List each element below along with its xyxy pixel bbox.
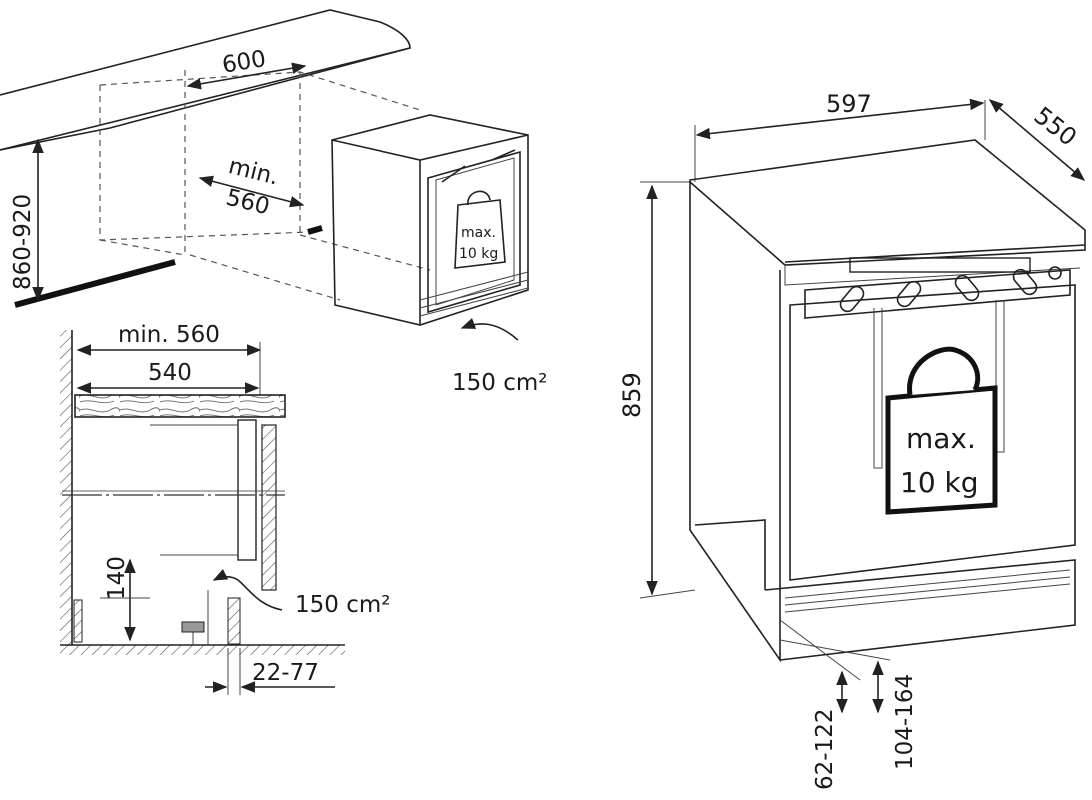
large-weight-10kg: 10 kg	[900, 466, 979, 499]
dim-550-line	[988, 99, 1086, 181]
wall-hatch	[60, 330, 72, 645]
dim-600-line	[186, 62, 307, 90]
vent-arrow-top	[460, 318, 519, 341]
niche-perspective: 600 min. 560 860-920 max. 10 kg 150 cm²	[0, 9, 547, 396]
dim-859-label: 859	[618, 372, 646, 418]
plinth-section	[227, 597, 241, 645]
large-weight-max: max.	[906, 422, 976, 455]
appliance-door	[427, 150, 521, 314]
dim-597-line	[695, 98, 985, 140]
large-weight-icon	[885, 385, 998, 515]
small-weight-max: max.	[461, 225, 496, 241]
dim-104-164-label: 104-164	[892, 674, 918, 770]
door-panel	[261, 424, 277, 591]
small-weight-10kg: 10 kg	[459, 246, 498, 262]
vent-area-section: 150 cm²	[295, 592, 390, 618]
appliance-front	[237, 419, 257, 561]
worktop-top	[0, 9, 411, 151]
dim-min560-section-label: min. 560	[118, 322, 220, 348]
door-rails	[873, 300, 1005, 469]
dim-550-label: 550	[1029, 101, 1082, 151]
plinth-grille	[784, 569, 1071, 613]
dim-560-label: 560	[223, 185, 272, 221]
appliance-side	[689, 182, 781, 663]
hinge-marks	[441, 149, 516, 183]
mounting-slots	[839, 266, 1062, 313]
worktop-section	[74, 394, 286, 418]
vent-arrow-section	[212, 569, 283, 611]
floor-hatch	[60, 645, 345, 655]
worktop-edge	[0, 47, 411, 151]
mounting-rail	[804, 269, 1071, 319]
small-weight-icon	[454, 199, 506, 269]
dim-62-122-label: 62-122	[812, 709, 838, 790]
dim-22-77-label: 22-77	[252, 660, 319, 686]
dim-597-label: 597	[826, 90, 872, 118]
dim-140-label: 140	[104, 556, 130, 600]
appliance-door-right	[789, 284, 1076, 581]
appliance-top	[689, 139, 1086, 266]
hinge-bar	[849, 257, 1031, 273]
appliance-perspective: 597 550 859 max. 10 kg	[618, 90, 1086, 790]
section-view: min. 560 540 140 150 cm² 22-77	[60, 322, 390, 695]
adjustable-foot	[181, 621, 205, 633]
dim-540-label: 540	[148, 360, 192, 386]
plinth-lines	[419, 271, 529, 317]
vent-area-top: 150 cm²	[452, 370, 547, 396]
dim-860-920-label: 860-920	[10, 194, 36, 290]
plinth-right	[764, 559, 1076, 661]
floor-line	[14, 259, 176, 308]
appliance-box	[331, 114, 529, 326]
dim-min560-line	[198, 175, 305, 208]
